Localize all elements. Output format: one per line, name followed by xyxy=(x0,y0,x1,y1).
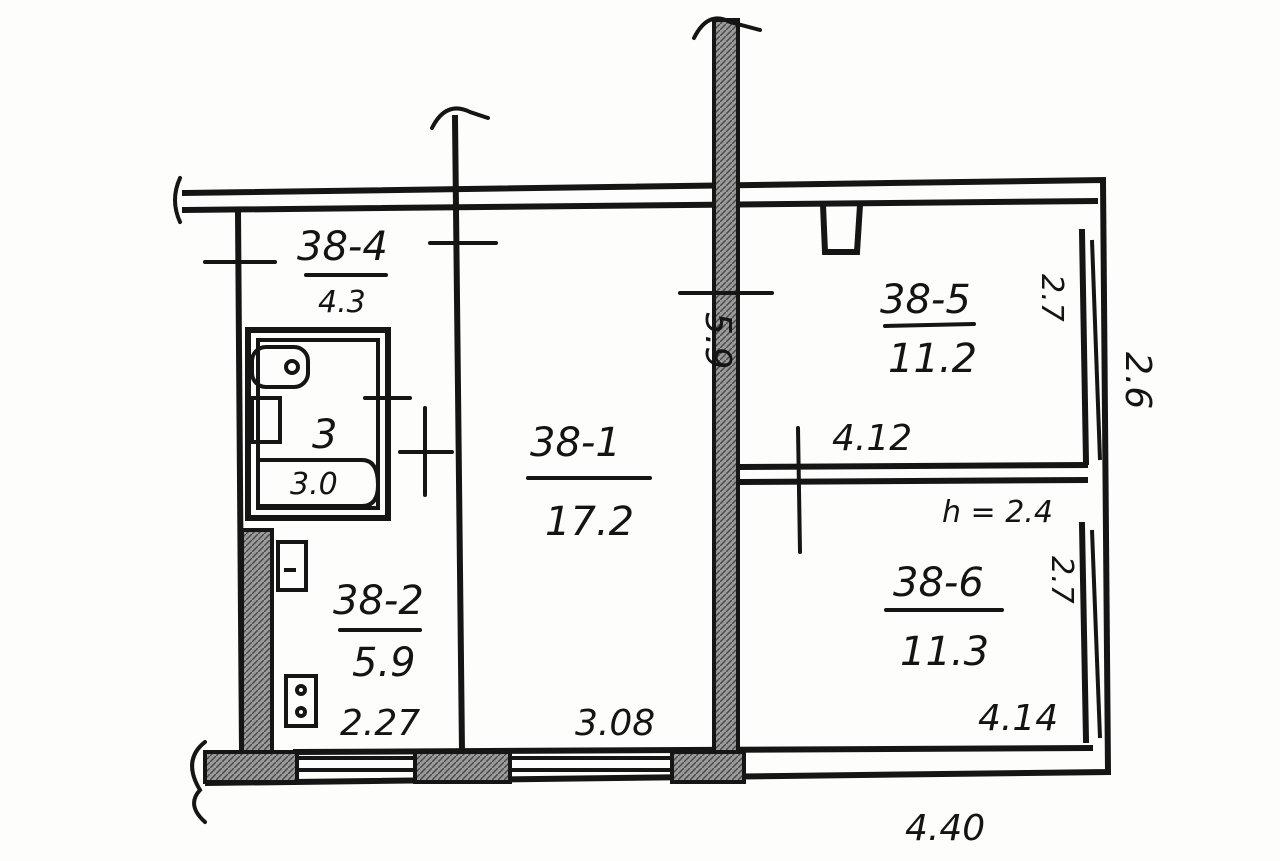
dimension-3-08: 3.08 xyxy=(575,703,655,744)
room-id: 38-2 xyxy=(333,578,424,624)
room-id: 38-4 xyxy=(297,224,388,270)
room-area: 11.3 xyxy=(900,629,989,675)
kitchen-sink-fixture xyxy=(276,540,308,592)
room-area: 17.2 xyxy=(545,499,634,545)
ceiling-height: h = 2.4 xyxy=(942,495,1053,530)
dimension-4-40: 4.40 xyxy=(905,808,985,849)
dimension-2-27: 2.27 xyxy=(340,703,420,744)
room-area: 3.0 xyxy=(290,467,338,502)
dimension-2-7-vertical-b: 2.7 xyxy=(1044,556,1079,604)
bearing-wall xyxy=(712,18,740,777)
room-area: 5.9 xyxy=(352,640,416,686)
dimension-5-9-vertical: 5.9 xyxy=(697,312,738,369)
room-id: 38-1 xyxy=(530,420,621,466)
vent-pipe-right xyxy=(692,16,762,40)
door-marks xyxy=(203,241,802,554)
room-38-5-label: 38-5 11.2 xyxy=(880,277,977,382)
fixtures-38-2 xyxy=(276,540,318,728)
room-38-2-label: 38-2 5.9 xyxy=(333,578,424,686)
dimension-2-7-vertical-a: 2.7 xyxy=(1034,274,1069,322)
bathtub-fixture xyxy=(258,458,381,508)
room-38-4-label: 38-4 4.3 xyxy=(297,224,388,320)
sink-fixture xyxy=(250,345,310,389)
room-id: 38-6 xyxy=(893,560,984,606)
door-mark-38-6 xyxy=(796,426,802,554)
room-area: 11.2 xyxy=(888,336,977,382)
room-38-6-label: 38-6 11.3 xyxy=(884,560,1004,675)
dimension-2-6-vertical: 2.6 xyxy=(1117,352,1158,409)
break-mark-bottom-left xyxy=(190,740,207,824)
toilet-fixture xyxy=(250,396,282,444)
room-area: 4.3 xyxy=(318,285,366,320)
break-mark-top-left xyxy=(173,176,182,224)
window-38-6 xyxy=(1090,529,1102,739)
dimension-4-14: 4.14 xyxy=(978,698,1058,739)
room-38-1-label: 38-1 17.2 xyxy=(526,420,652,545)
window-38-2 xyxy=(297,756,415,772)
vent-pipe-left xyxy=(430,106,490,130)
dimension-labels: 4.12 4.14 3.08 2.27 4.40 h = 2.4 5.9 2.6… xyxy=(340,274,1158,849)
window-38-5 xyxy=(1090,239,1102,461)
dimension-4-12: 4.12 xyxy=(832,418,912,459)
room-3-label: 3 3.0 xyxy=(290,412,338,502)
room-id: 3 xyxy=(312,412,337,458)
stove-fixture xyxy=(284,674,318,728)
window-38-1 xyxy=(510,756,672,772)
room-id: 38-5 xyxy=(880,277,971,323)
bathroom-block xyxy=(245,327,391,521)
door-mark-bath xyxy=(398,406,454,497)
bottom-wall-segments xyxy=(203,239,1102,784)
